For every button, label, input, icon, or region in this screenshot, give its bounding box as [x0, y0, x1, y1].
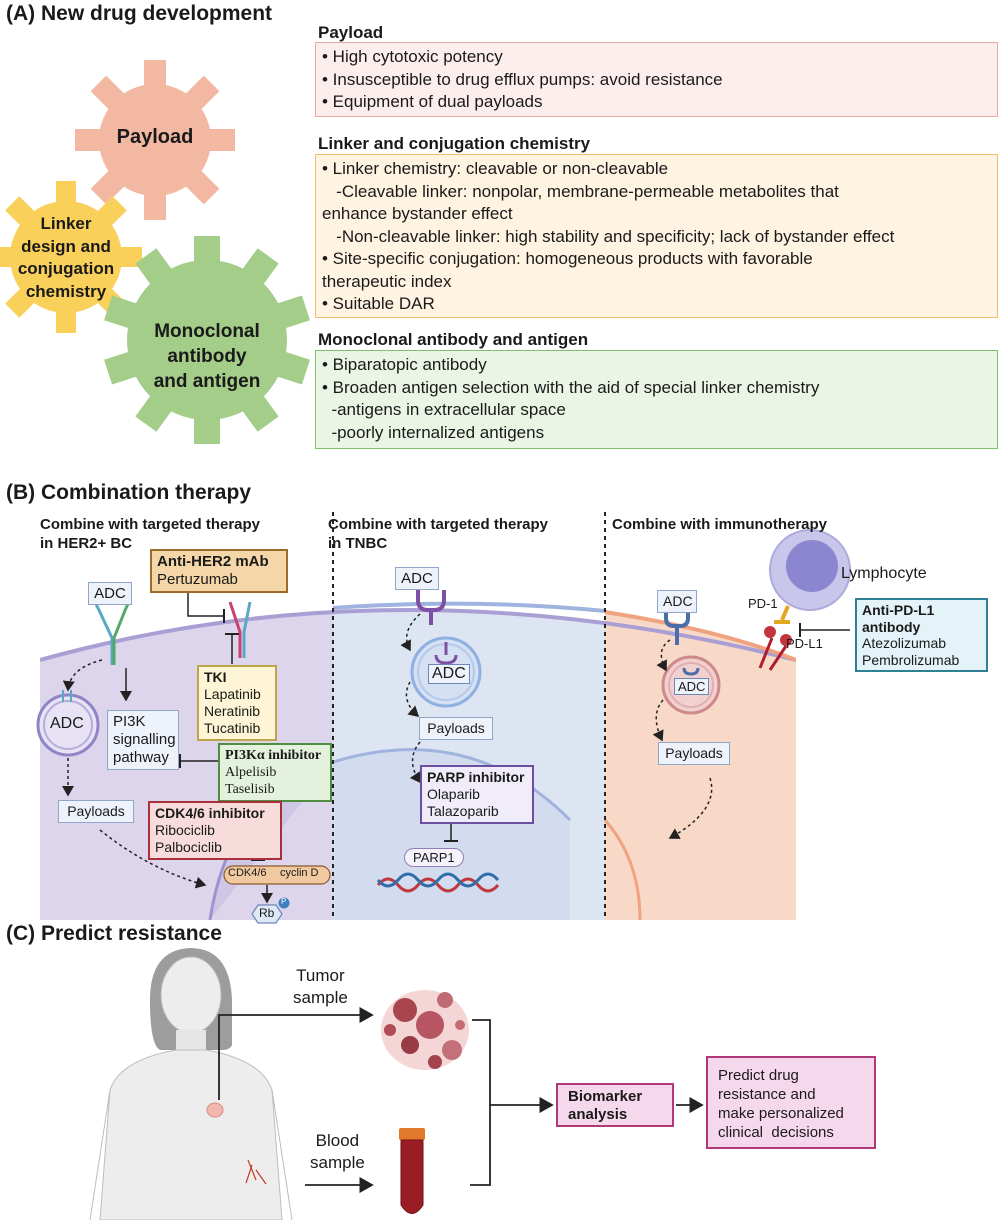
lymphocyte-label: Lymphocyte — [841, 565, 927, 582]
patient-figure — [89, 948, 293, 1220]
col1-payloads: Payloads — [58, 800, 134, 823]
antibody-heading: Monoclonal antibody and antigen — [318, 330, 589, 349]
col3-adc-label: ADC — [657, 590, 697, 613]
rb-label: Rb — [259, 906, 275, 920]
pdl1-label: PD-L1 — [786, 636, 823, 651]
antibody-gear — [104, 236, 310, 444]
cdk-inhibitor-box: CDK4/6 inhibitor Ribociclib Palbociclib — [148, 801, 282, 860]
cdk46-label: CDK4/6 — [228, 867, 267, 879]
col2-payloads: Payloads — [419, 717, 493, 740]
col3-vesicle-adc: ADC — [674, 678, 710, 695]
pd1-label: PD-1 — [748, 596, 778, 611]
phospho-label: P — [281, 897, 287, 906]
linker-heading: Linker and conjugation chemistry — [318, 134, 591, 153]
pi3k-inhibitor-box: PI3Kα inhibitor Alpelisib Taselisib — [218, 743, 332, 802]
section-a-title: (A) New drug development — [6, 2, 273, 25]
section-c-title: (C) Predict resistance — [6, 922, 222, 945]
payload-gear-label: Payload — [116, 126, 194, 148]
col1-vesicle-adc: ADC — [50, 715, 84, 732]
cyclin-d-label: cyclin D — [280, 867, 319, 879]
section-b-title: (B) Combination therapy — [6, 481, 251, 504]
parp-inhibitor-box: PARP inhibitor Olaparib Talazoparib — [420, 765, 534, 824]
col1-adc-label: ADC — [88, 582, 132, 605]
col2-vesicle-adc: ADC — [428, 664, 470, 684]
col3-payloads: Payloads — [658, 742, 730, 765]
col3-heading: Combine with immunotherapy — [612, 516, 828, 533]
payload-panel: • High cytotoxic potency • Insusceptible… — [315, 42, 998, 117]
payload-heading: Payload — [318, 23, 384, 42]
parp1-label: PARP1 — [404, 848, 464, 867]
anti-pdl1-box: Anti-PD-L1 antibody Atezolizumab Pembrol… — [855, 598, 988, 672]
payload-gear — [75, 60, 235, 220]
col2-adc-label: ADC — [395, 567, 439, 590]
linker-gear — [0, 181, 142, 333]
antibody-panel: • Biparatopic antibody • Broaden antigen… — [315, 350, 998, 449]
tumor-sample-graphic — [381, 990, 469, 1070]
tki-box: TKI Lapatinib Neratinib Tucatinib — [197, 665, 277, 741]
anti-her2-box: Anti-HER2 mAb Pertuzumab — [150, 549, 288, 593]
blood-tube-graphic — [399, 1128, 425, 1214]
linker-panel: • Linker chemistry: cleavable or non-cle… — [315, 154, 998, 318]
